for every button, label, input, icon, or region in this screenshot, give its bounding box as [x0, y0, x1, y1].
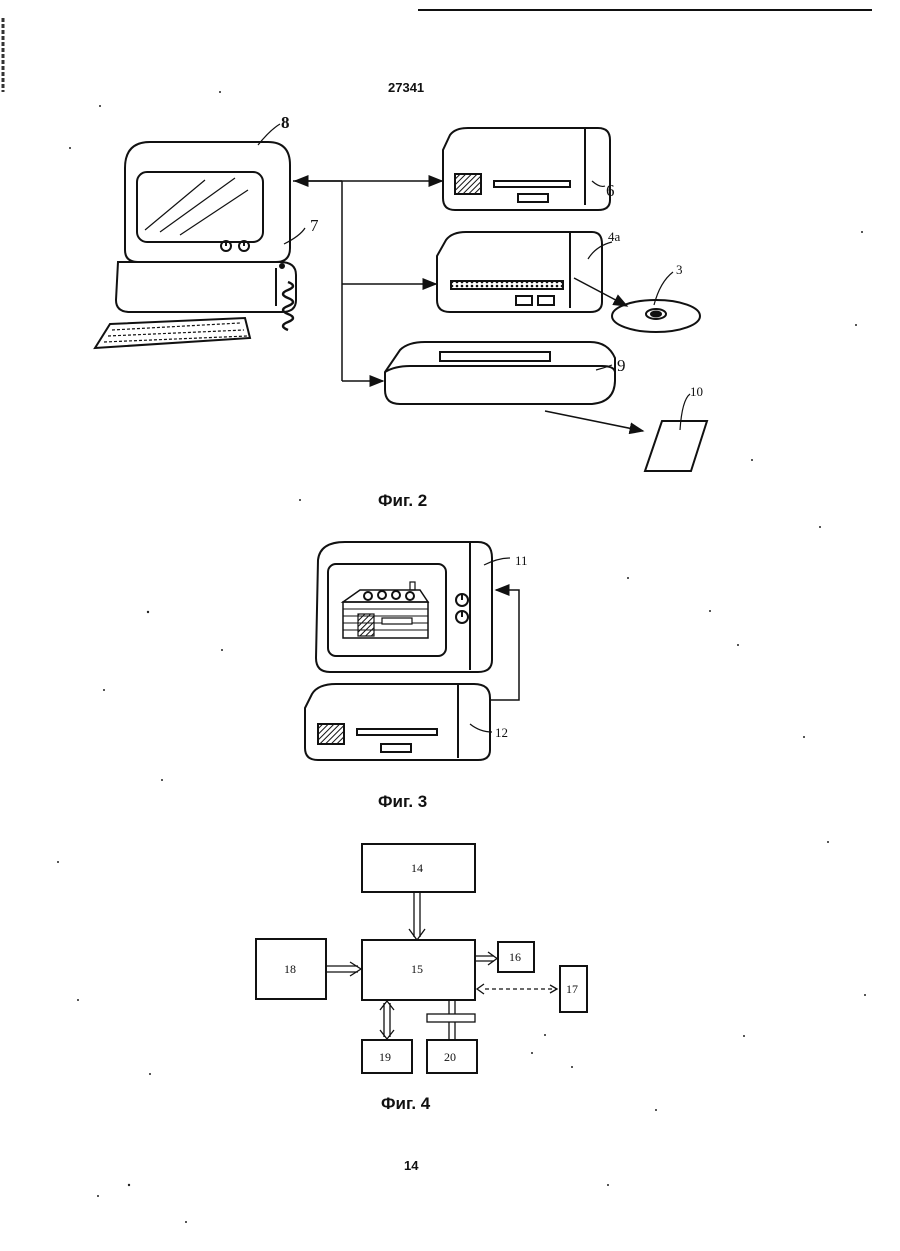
page-number: 14: [404, 1158, 418, 1173]
